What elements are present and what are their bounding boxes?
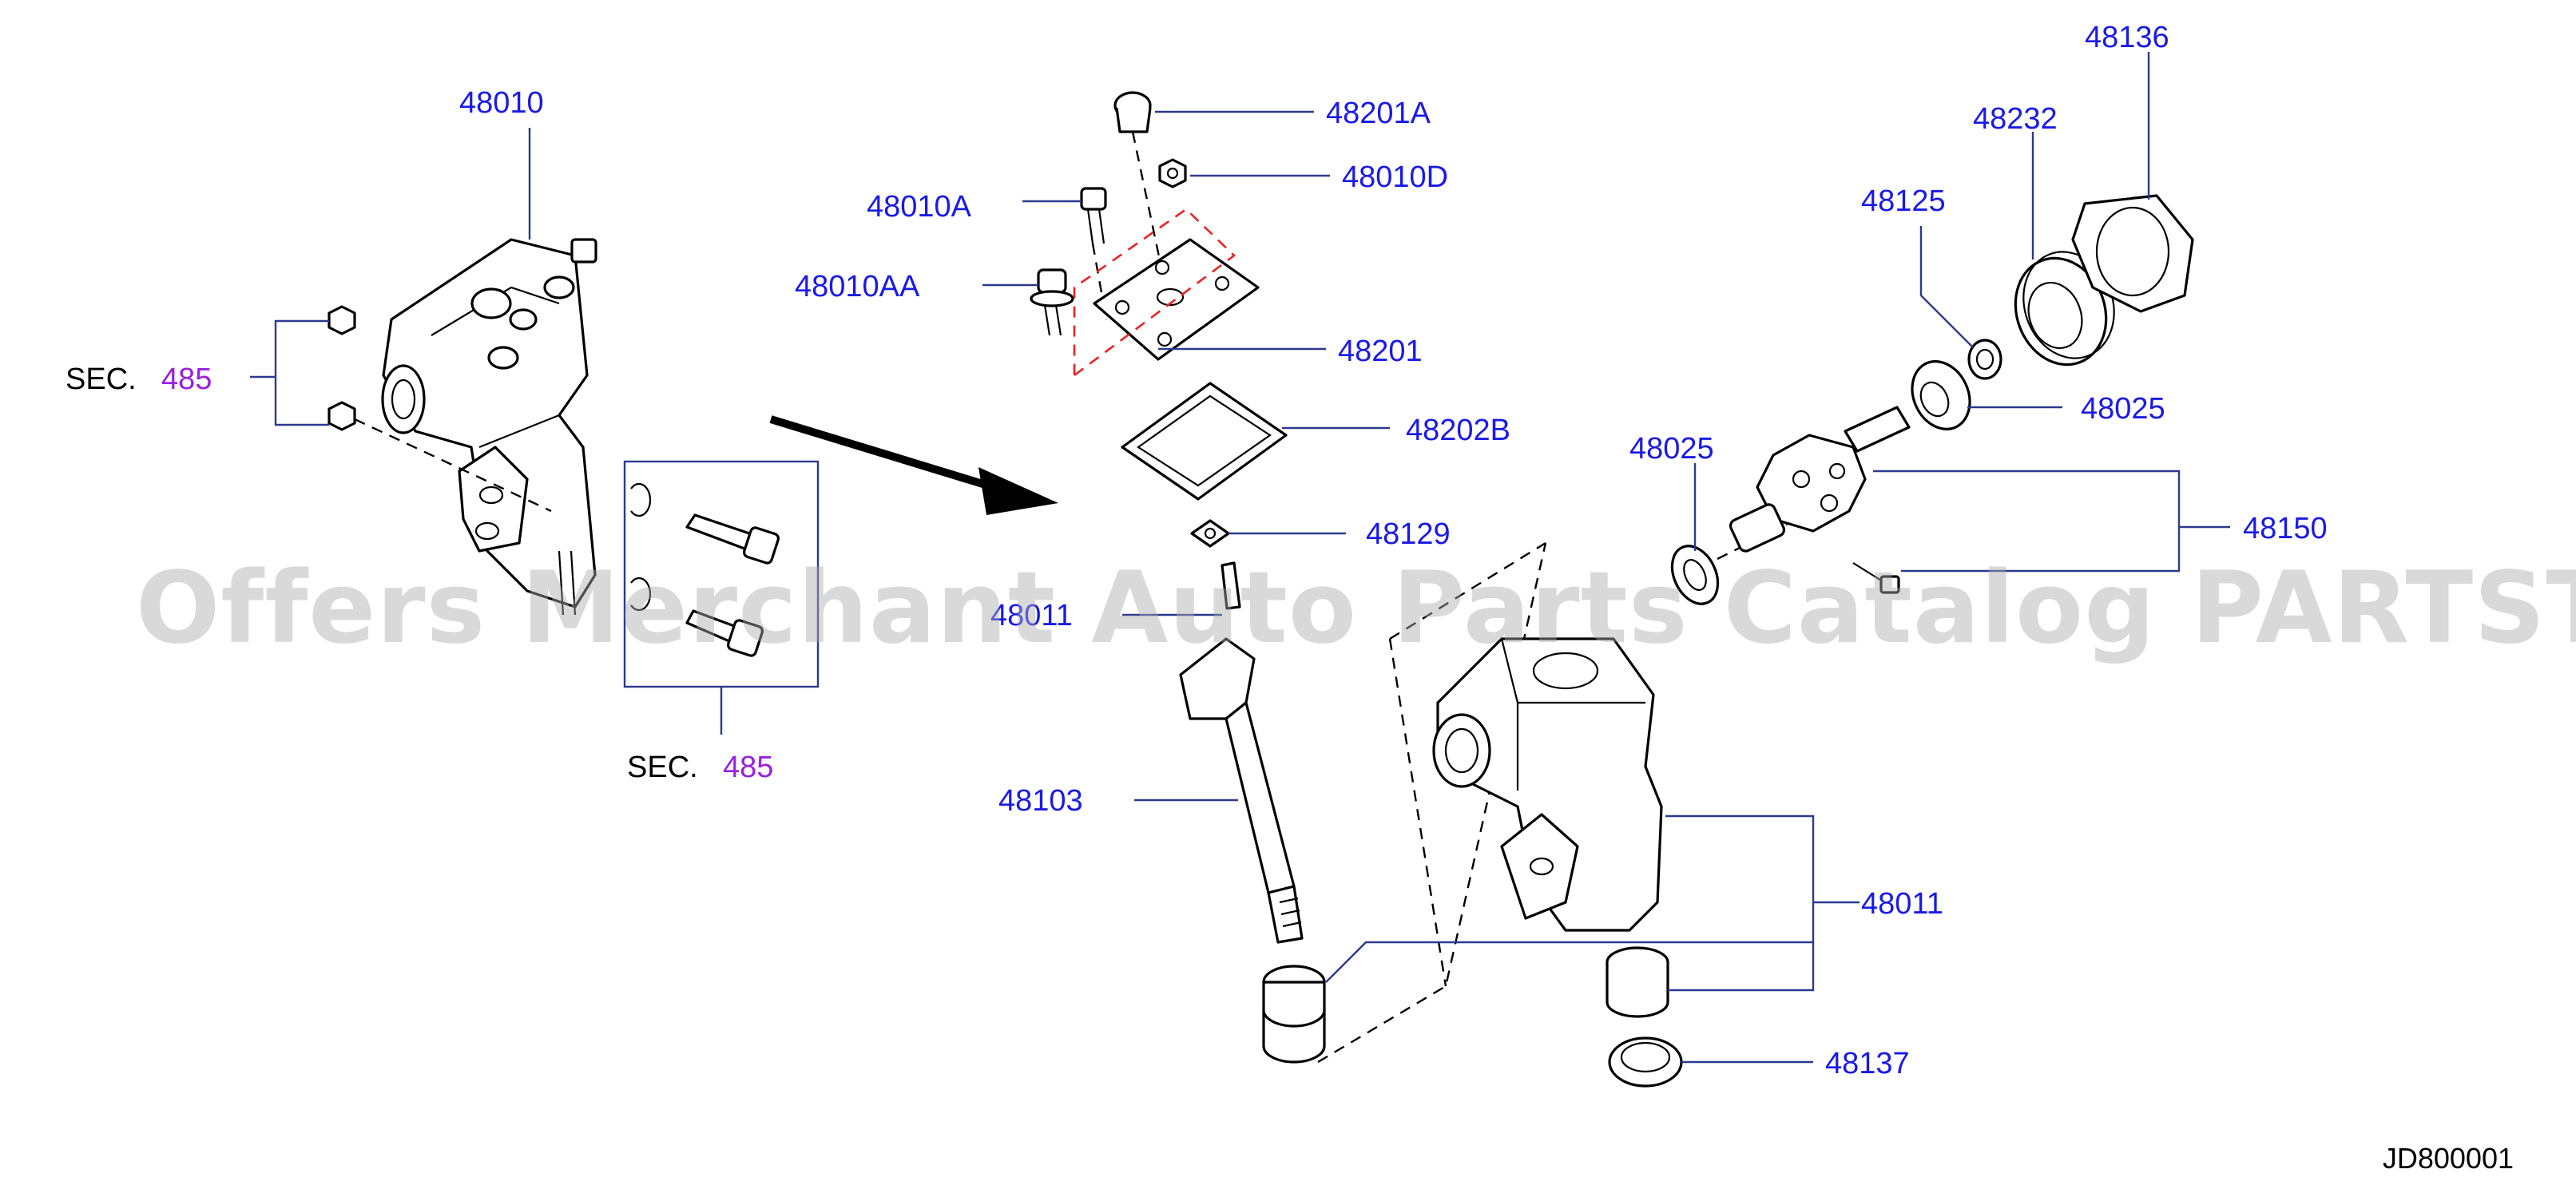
sector-shaft-48103[interactable] <box>1179 561 1304 944</box>
gear-housing-48011[interactable] <box>1432 637 1663 932</box>
label-48129[interactable]: 48129 <box>1366 517 1451 551</box>
label-48010[interactable]: 48010 <box>459 86 544 120</box>
nut-48010D[interactable] <box>1158 158 1187 188</box>
label-48025-left[interactable]: 48025 <box>1629 432 1714 466</box>
lock-nut-48136[interactable] <box>2071 194 2194 313</box>
adjust-plug-48232[interactable] <box>2001 239 2129 377</box>
label-48137[interactable]: 48137 <box>1825 1047 1910 1080</box>
direction-arrow <box>769 415 1058 515</box>
label-48232[interactable]: 48232 <box>1973 102 2058 136</box>
bushing-48011[interactable] <box>1606 946 1669 1018</box>
label-48010A[interactable]: 48010A <box>867 190 972 224</box>
label-48136[interactable]: 48136 <box>2085 21 2169 54</box>
sec-number-left[interactable]: 485 <box>161 363 212 396</box>
seal-48137[interactable] <box>1608 1036 1683 1088</box>
label-48201[interactable]: 48201 <box>1338 335 1423 368</box>
label-48201A[interactable]: 48201A <box>1326 97 1431 130</box>
bushing-lower-left[interactable] <box>1262 965 1326 1064</box>
plug-48201A[interactable] <box>1113 91 1152 133</box>
label-48011-partial[interactable]: 48011 <box>990 599 1073 632</box>
bearing-48025-right[interactable] <box>1902 352 1981 438</box>
label-48010AA[interactable]: 48010AA <box>795 270 920 303</box>
sec-number-bottom[interactable]: 485 <box>723 751 774 784</box>
label-48202B[interactable]: 48202B <box>1406 414 1511 447</box>
sec-nut-upper[interactable] <box>327 305 356 335</box>
worm-valve-48150[interactable] <box>1729 406 1911 553</box>
label-48150[interactable]: 48150 <box>2243 512 2328 545</box>
bolt-48150[interactable] <box>1852 562 1900 594</box>
bearing-48025-left[interactable] <box>1663 539 1726 612</box>
diagram-code: JD800001 <box>2382 1142 2514 1175</box>
sec-label-bottom: SEC. <box>627 751 698 784</box>
leader-lines <box>250 52 2230 1064</box>
bolt-48010A[interactable] <box>1080 187 1107 244</box>
sec-nut-lower[interactable] <box>327 401 356 431</box>
label-48103[interactable]: 48103 <box>998 784 1083 818</box>
label-48025-right[interactable]: 48025 <box>2081 392 2165 426</box>
ring-48125[interactable] <box>1967 339 2002 380</box>
watermark: Offers Merchant Auto Parts Catalog PARTS… <box>136 551 2576 666</box>
bolt-48010AA[interactable] <box>1030 268 1074 336</box>
label-48011[interactable]: 48011 <box>1861 887 1943 921</box>
mounting-bolts-group[interactable] <box>630 482 780 657</box>
label-48010D[interactable]: 48010D <box>1342 161 1449 194</box>
gasket-48202B[interactable] <box>1121 382 1288 501</box>
steering-gear-assembly[interactable] <box>381 238 597 616</box>
label-48125[interactable]: 48125 <box>1861 184 1946 218</box>
sec-label-left: SEC. <box>65 363 137 396</box>
washer-48129[interactable] <box>1190 519 1230 548</box>
